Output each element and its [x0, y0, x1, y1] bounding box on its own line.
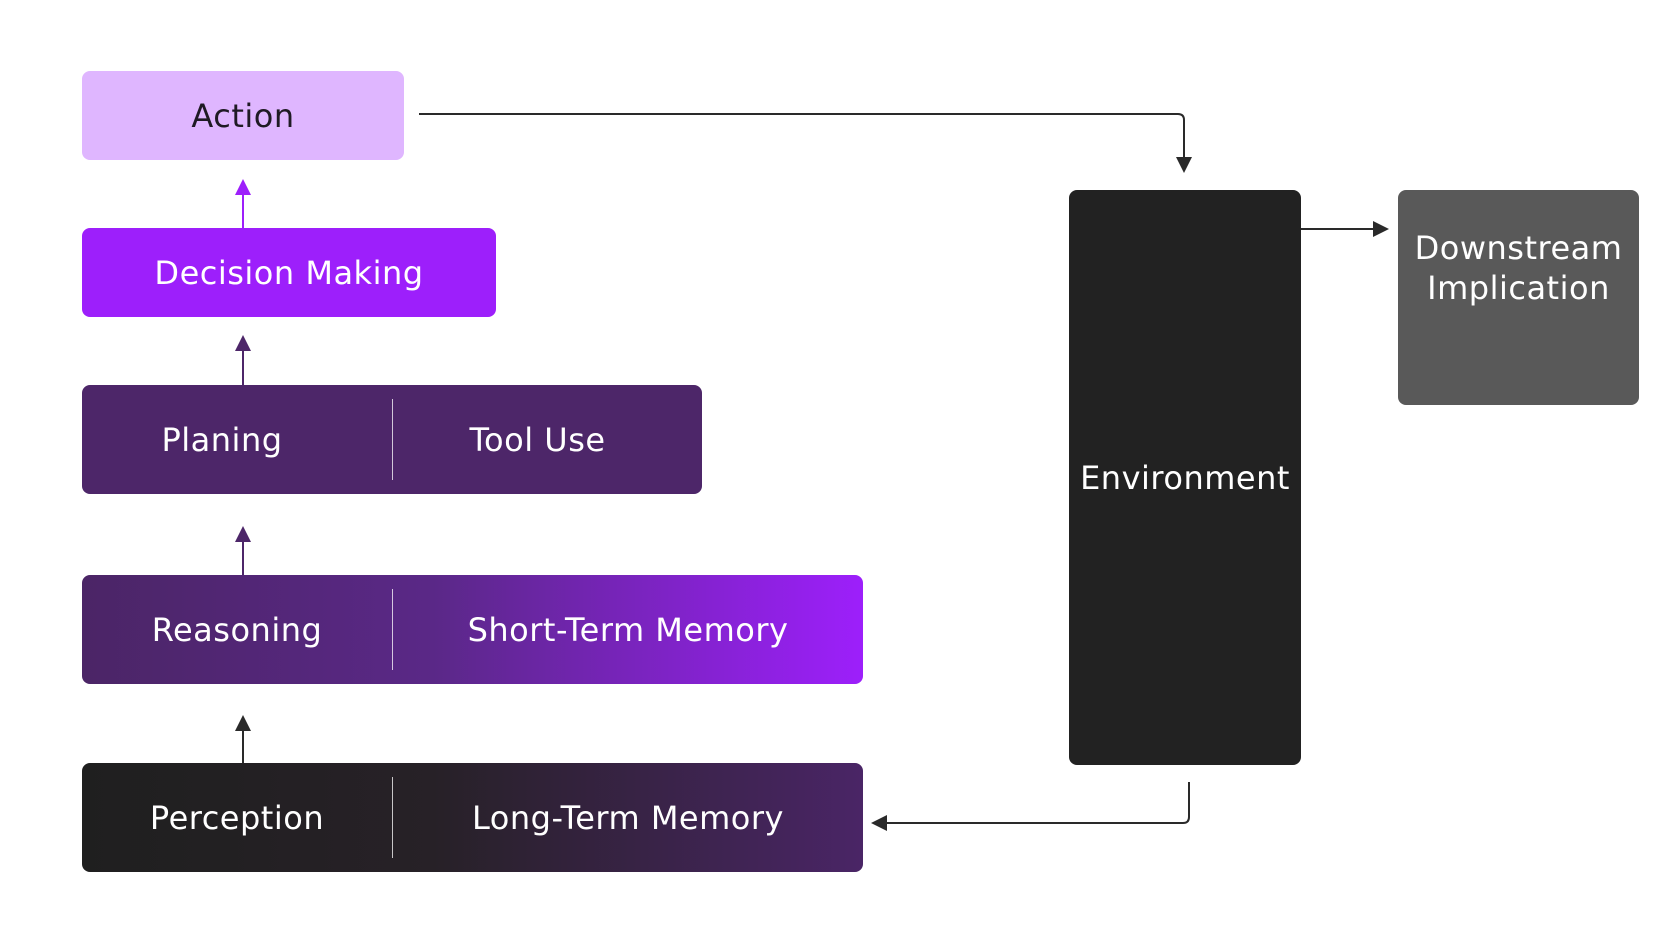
long-term-memory-cell: Long-Term Memory [393, 763, 863, 872]
downstream-implication-label: Downstream Implication [1414, 228, 1623, 307]
long-term-memory-label: Long-Term Memory [472, 798, 784, 837]
action-label: Action [191, 96, 295, 135]
planning-tool-use-node: Planing Tool Use [82, 385, 702, 494]
planning-label: Planing [161, 420, 283, 459]
action-node: Action [82, 71, 404, 160]
environment-to-memory-arrow [871, 782, 1190, 831]
environment-node: Environment [1069, 190, 1301, 765]
reasoning-divider [392, 589, 393, 670]
reasoning-memory-node: Reasoning Short-Term Memory [82, 575, 863, 684]
perception-memory-node: Perception Long-Term Memory [82, 763, 863, 872]
perception-label: Perception [149, 798, 325, 837]
planning-divider [392, 399, 393, 480]
perception-cell: Perception [82, 763, 392, 872]
short-term-memory-cell: Short-Term Memory [393, 575, 863, 684]
environment-label: Environment [1080, 458, 1290, 497]
action-to-environment-arrow [419, 113, 1192, 173]
perception-divider [392, 777, 393, 858]
short-term-memory-label: Short-Term Memory [467, 610, 789, 649]
decision-making-label: Decision Making [154, 253, 424, 292]
tool-use-cell: Tool Use [393, 385, 702, 494]
downstream-implication-node: Downstream Implication [1398, 190, 1639, 405]
decision-making-node: Decision Making [82, 228, 496, 317]
reasoning-cell: Reasoning [82, 575, 392, 684]
planning-cell: Planing [82, 385, 392, 494]
tool-use-label: Tool Use [469, 420, 606, 459]
reasoning-label: Reasoning [151, 610, 323, 649]
